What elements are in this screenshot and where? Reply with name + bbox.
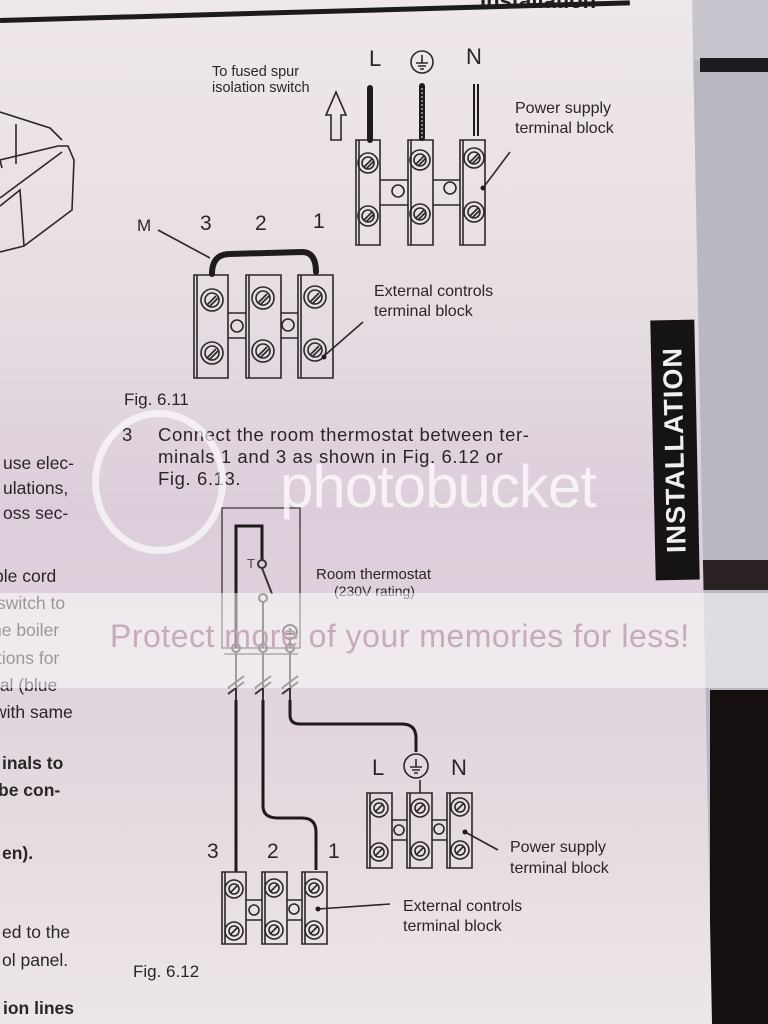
- power-supply-terminal-block: [355, 139, 486, 246]
- margin-line: ulations,: [3, 478, 69, 498]
- control-label-3-6-12: 3: [207, 840, 219, 863]
- margin-line: inals to: [2, 753, 64, 773]
- watermark-tagline: Protect more of your memories for less!: [110, 618, 690, 654]
- control-label-2: 2: [255, 212, 267, 235]
- power-block-label-2: terminal block: [515, 120, 614, 137]
- figure-caption-6-12: Fig. 6.12: [133, 962, 200, 981]
- isolation-switch-label: isolation switch: [212, 80, 310, 96]
- control-label-1: 1: [313, 210, 325, 233]
- earth-icon: [410, 50, 434, 74]
- control-block-label: External controls: [374, 283, 494, 300]
- margin-line: en).: [2, 843, 34, 863]
- control-block-label-6-12: External controls: [403, 898, 523, 915]
- margin-line: ol panel.: [2, 950, 69, 970]
- control-block-label-2-6-12: terminal block: [403, 918, 502, 935]
- power-supply-terminal-block-6-12: [366, 780, 499, 869]
- external-controls-terminal-block-6-12: [221, 871, 391, 945]
- control-label-m: M: [137, 216, 152, 235]
- section-tab-label: INSTALLATION: [657, 346, 692, 554]
- control-label-2-6-12: 2: [267, 840, 279, 863]
- margin-line: ion lines: [3, 998, 74, 1018]
- margin-line: be con-: [0, 780, 61, 800]
- watermark-logo-ring-icon: [92, 410, 226, 554]
- step-3-line-2: minals 1 and 3 as shown in Fig. 6.12 or: [158, 446, 504, 467]
- fused-spur-label: To fused spur: [212, 64, 300, 80]
- control-block-label-2: terminal block: [374, 303, 473, 320]
- external-controls-terminal-block: [193, 274, 334, 379]
- control-label-3: 3: [200, 212, 212, 235]
- figure-caption-6-11: Fig. 6.11: [124, 390, 189, 409]
- margin-line: ble cord: [0, 566, 57, 586]
- watermark-logo: photobucket: [280, 453, 597, 520]
- background-shadow-bottom: [710, 690, 768, 1024]
- background-shadow: [700, 560, 768, 590]
- margin-line: use elec-: [3, 453, 75, 473]
- margin-line: with same: [0, 702, 73, 722]
- step-3-line-1: Connect the room thermostat between ter-: [158, 424, 530, 445]
- installation-section-tab: INSTALLATION: [650, 319, 700, 581]
- watermark-band: [0, 593, 768, 688]
- margin-line: oss sec-: [3, 503, 69, 523]
- background-rule: [700, 58, 768, 72]
- power-block-label: Power supply: [515, 100, 612, 117]
- power-block-label-6-12: Power supply: [510, 839, 607, 856]
- terminal-label-live-6-12: L: [372, 755, 385, 780]
- thermostat-switch-label: T: [247, 556, 255, 571]
- earth-icon-6-12: [403, 753, 429, 779]
- background-paper: [690, 0, 768, 60]
- power-block-label-2-6-12: terminal block: [510, 860, 609, 877]
- margin-line: ed to the: [2, 922, 71, 942]
- terminal-label-live: L: [369, 46, 382, 71]
- room-thermostat-label: Room thermostat: [316, 566, 432, 583]
- terminal-label-neutral: N: [466, 44, 482, 69]
- terminal-label-neutral-6-12: N: [451, 755, 467, 780]
- control-label-1-6-12: 1: [328, 840, 340, 863]
